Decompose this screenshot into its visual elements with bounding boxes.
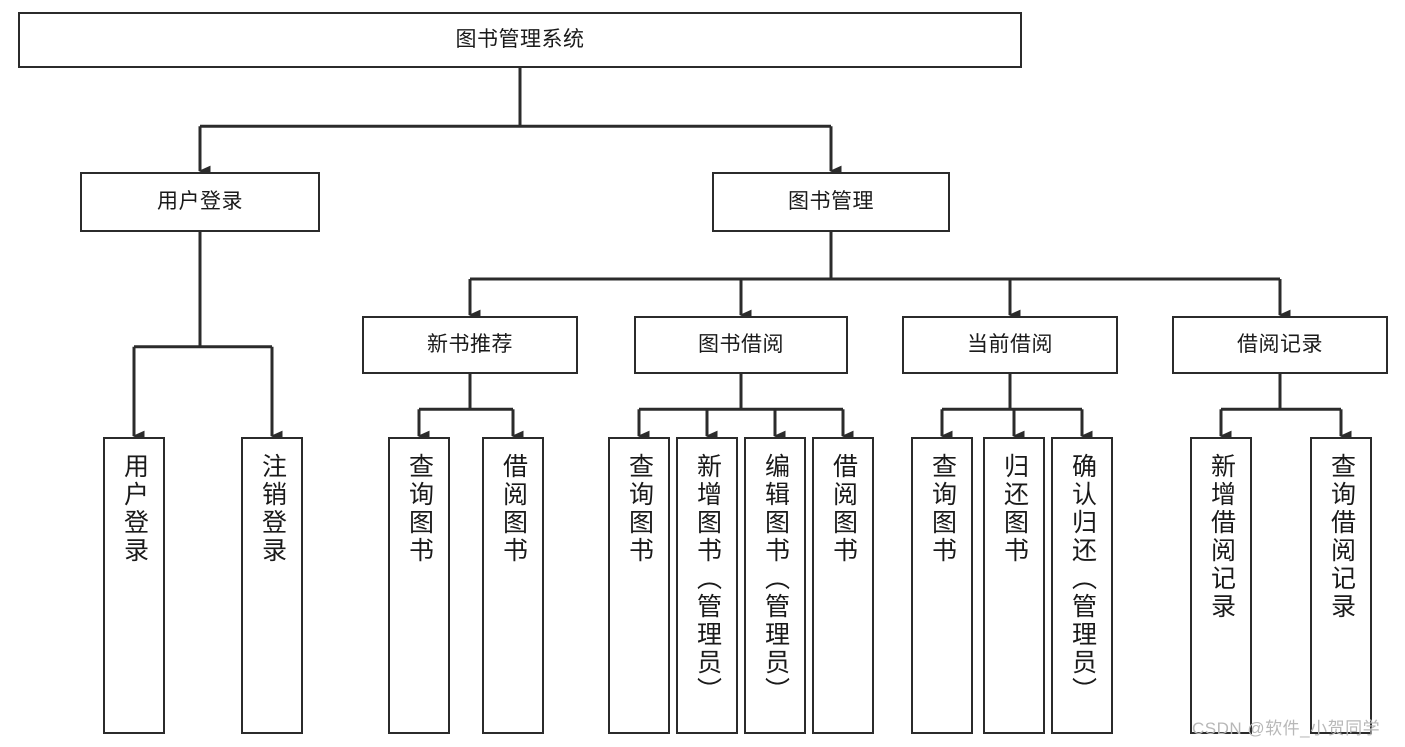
node-label: 新增借阅记录 xyxy=(1207,453,1236,621)
node-label: 查询图书 xyxy=(405,453,434,565)
node-label: 借阅记录 xyxy=(1237,333,1323,357)
node-leaf-4[interactable]: 借阅图书 xyxy=(482,437,544,734)
node-label: 新增图书（管理员） xyxy=(693,453,722,705)
node-leaf-7[interactable]: 编辑图书（管理员） xyxy=(744,437,806,734)
node-leaf-5[interactable]: 查询图书 xyxy=(608,437,670,734)
node-label: 注销登录 xyxy=(258,453,287,565)
node-leaf-9[interactable]: 查询图书 xyxy=(911,437,973,734)
node-label: 借阅图书 xyxy=(829,453,858,565)
node-record[interactable]: 借阅记录 xyxy=(1172,316,1388,374)
node-borrow[interactable]: 图书借阅 xyxy=(634,316,848,374)
node-label: 用户登录 xyxy=(157,190,243,214)
node-label: 当前借阅 xyxy=(967,333,1053,357)
node-newbook[interactable]: 新书推荐 xyxy=(362,316,578,374)
node-label: 编辑图书（管理员） xyxy=(761,453,790,705)
node-label: 查询借阅记录 xyxy=(1327,453,1356,621)
node-label: 借阅图书 xyxy=(499,453,528,565)
node-bookmgmt[interactable]: 图书管理 xyxy=(712,172,950,232)
node-label: 用户登录 xyxy=(120,453,149,565)
node-leaf-13[interactable]: 查询借阅记录 xyxy=(1310,437,1372,734)
node-leaf-3[interactable]: 查询图书 xyxy=(388,437,450,734)
node-leaf-8[interactable]: 借阅图书 xyxy=(812,437,874,734)
node-leaf-10[interactable]: 归还图书 xyxy=(983,437,1045,734)
node-label: 查询图书 xyxy=(928,453,957,565)
node-label: 归还图书 xyxy=(1000,453,1029,565)
node-label: 查询图书 xyxy=(625,453,654,565)
node-label: 图书借阅 xyxy=(698,333,784,357)
node-leaf-11[interactable]: 确认归还（管理员） xyxy=(1051,437,1113,734)
node-root[interactable]: 图书管理系统 xyxy=(18,12,1022,68)
node-label: 新书推荐 xyxy=(427,333,513,357)
node-leaf-12[interactable]: 新增借阅记录 xyxy=(1190,437,1252,734)
node-label: 确认归还（管理员） xyxy=(1068,453,1097,705)
node-leaf-6[interactable]: 新增图书（管理员） xyxy=(676,437,738,734)
node-label: 图书管理 xyxy=(788,190,874,214)
node-login[interactable]: 用户登录 xyxy=(80,172,320,232)
node-current[interactable]: 当前借阅 xyxy=(902,316,1118,374)
node-leaf-1[interactable]: 用户登录 xyxy=(103,437,165,734)
node-leaf-2[interactable]: 注销登录 xyxy=(241,437,303,734)
node-label: 图书管理系统 xyxy=(455,28,585,52)
